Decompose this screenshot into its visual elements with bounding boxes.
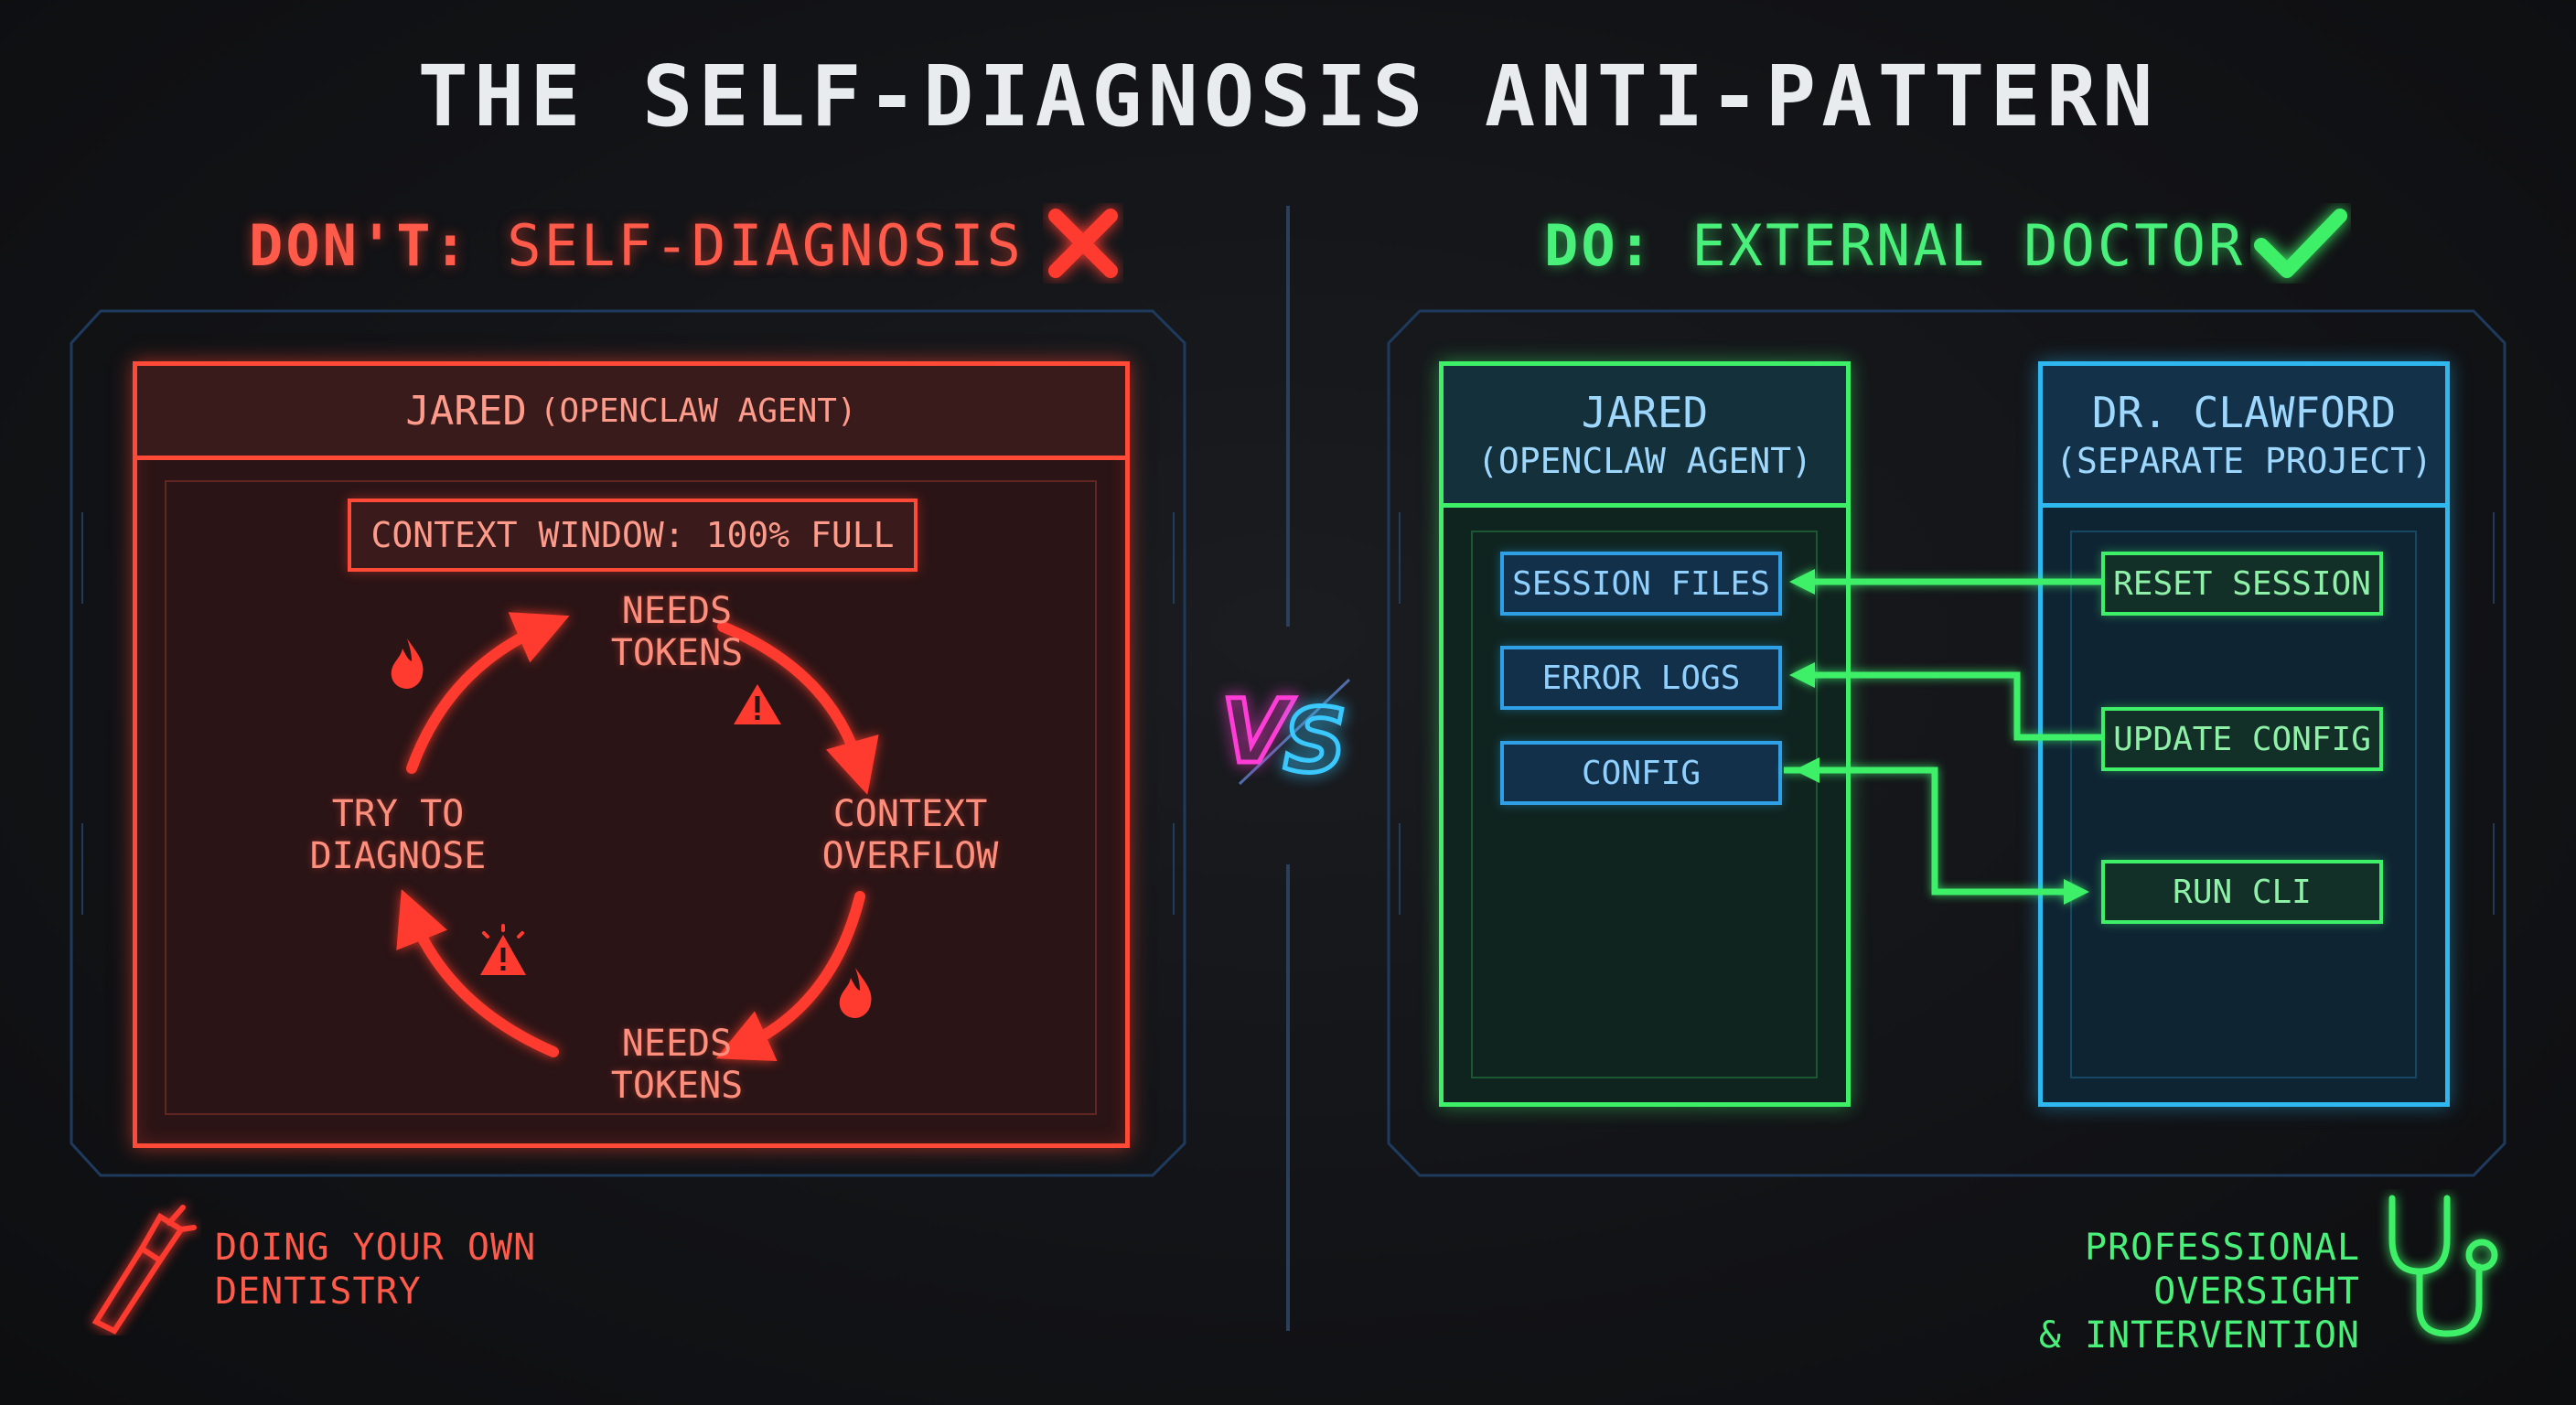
- vs-badge: V S: [1212, 672, 1368, 791]
- siren-warning-icon: [480, 924, 526, 975]
- session-files-item: SESSION FILES: [1500, 552, 1782, 616]
- do-heading-prefix: DO:: [1544, 212, 1655, 279]
- inner-frame: [1471, 531, 1818, 1078]
- config-item: CONFIG: [1500, 741, 1782, 805]
- dont-heading-text: SELF-DIAGNOSIS: [507, 212, 1024, 279]
- jared-panel-header: JARED (OPENCLAW AGENT): [137, 366, 1125, 460]
- inner-frame: [2070, 531, 2417, 1078]
- run-cli-action: RUN CLI: [2101, 860, 2383, 924]
- vs-icon: V S: [1219, 679, 1351, 791]
- page-title: THE SELF-DIAGNOSIS ANTI-PATTERN: [417, 48, 2159, 145]
- svg-text:V: V: [1221, 681, 1295, 783]
- warning-icon: [734, 684, 781, 724]
- inner-frame: [165, 480, 1097, 1115]
- right-caption: PROFESSIONAL OVERSIGHT& INTERVENTION: [2038, 1227, 2360, 1357]
- jared-agent-panel: JARED (OPENCLAW AGENT): [1439, 361, 1851, 1107]
- cycle-arrows: [396, 612, 879, 1062]
- error-logs-item: ERROR LOGS: [1500, 646, 1782, 710]
- x-mark-icon: [1048, 209, 1118, 278]
- dental-drill-icon: [91, 1205, 197, 1335]
- do-heading-text: EXTERNAL DOCTOR: [1691, 212, 2246, 279]
- check-mark-icon: [2254, 209, 2347, 278]
- jared-agent-header: JARED (OPENCLAW AGENT): [1444, 366, 1846, 508]
- jared-panel-subtitle: (OPENCLAW AGENT): [539, 391, 857, 430]
- context-window-badge: CONTEXT WINDOW: 100% FULL: [348, 499, 918, 572]
- reset-session-action: RESET SESSION: [2101, 552, 2383, 616]
- dr-clawford-header: DR. CLAWFORD (SEPARATE PROJECT): [2043, 366, 2445, 508]
- fire-icon-2: [839, 968, 872, 1018]
- center-divider-bottom: [1286, 864, 1290, 1331]
- svg-text:S: S: [1283, 690, 1347, 791]
- jared-self-diagnosis-panel: JARED (OPENCLAW AGENT) CONTEXT WINDOW: 1…: [133, 361, 1130, 1148]
- do-heading: DO: EXTERNAL DOCTOR: [1544, 212, 2245, 279]
- stethoscope-icon: [2388, 1195, 2498, 1337]
- dont-heading-prefix: DON'T:: [249, 212, 470, 279]
- jared-panel-title: JARED: [405, 387, 527, 434]
- center-divider-top: [1286, 206, 1290, 627]
- fire-icon: [391, 638, 424, 689]
- update-config-action: UPDATE CONFIG: [2101, 707, 2383, 771]
- dont-heading: DON'T: SELF-DIAGNOSIS: [249, 212, 1024, 279]
